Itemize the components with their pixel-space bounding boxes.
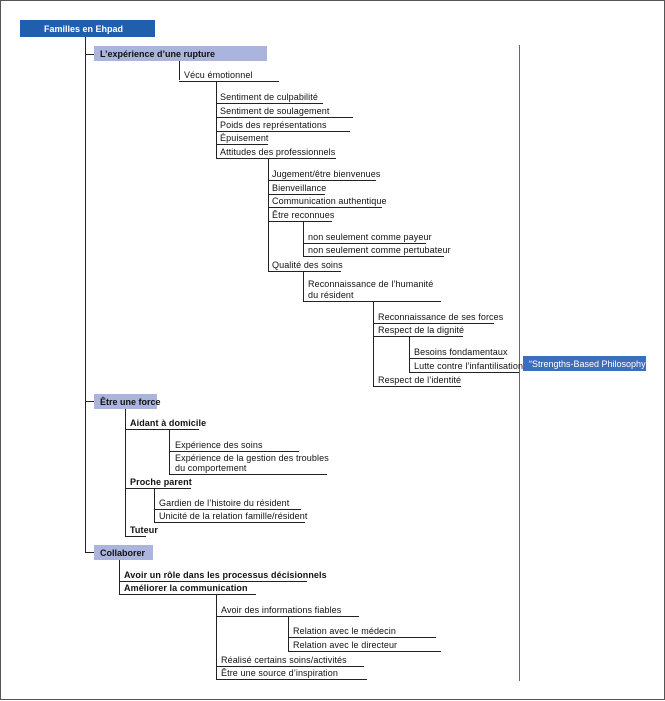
node-informations: Avoir des informations fiables <box>221 605 342 615</box>
node-dignite: Respect de la dignité <box>378 325 465 335</box>
node-troubles-line2: du comportement <box>175 463 247 473</box>
node-source: Être une source d’inspiration <box>221 668 338 678</box>
node-experience-soins: Expérience des soins <box>175 440 263 450</box>
node-gardien: Gardien de l’histoire du résident <box>159 498 290 508</box>
node-communication: Communication authentique <box>272 196 387 206</box>
node-tuteur: Tuteur <box>130 525 158 535</box>
node-soulagement: Sentiment de soulagement <box>220 106 330 116</box>
node-besoins: Besoins fondamentaux <box>414 347 508 357</box>
section-rupture: L’expérience d’une rupture <box>94 46 267 61</box>
node-troubles-line1: Expérience de la gestion des troubles <box>175 453 329 463</box>
node-identite: Respect de l’identité <box>378 375 462 385</box>
node-forces: Reconnaissance de ses forces <box>378 312 504 322</box>
node-payeur: non seulement comme payeur <box>308 232 432 242</box>
node-epuisement: Épuisement <box>220 133 269 143</box>
node-ameliorer: Améliorer la communication <box>124 583 248 593</box>
node-medecin: Relation avec le médecin <box>293 626 396 636</box>
node-perturbateur: non seulement comme pertubateur <box>308 245 451 255</box>
node-etre-reconnues: Être reconnues <box>272 210 335 220</box>
node-proche-parent: Proche parent <box>130 477 192 487</box>
section-force: Être une force <box>94 394 161 409</box>
node-humanite-line1: Reconnaissance de l’humanité <box>308 279 434 289</box>
node-bienveillance: Bienveillance <box>272 183 327 193</box>
strengths-based-philosophy-label: “Strengths-Based Philosophy” <box>523 356 649 371</box>
node-realise: Réalisé certains soins/activités <box>221 655 347 665</box>
node-jugement: Jugement/être bienvenues <box>272 169 381 179</box>
node-infantilisation: Lutte contre l’infantilisation <box>414 361 524 371</box>
node-unicite: Unicité de la relation famille/résident <box>159 511 308 521</box>
root-node: Familles en Ehpad <box>20 20 155 37</box>
node-directeur: Relation avec le directeur <box>293 640 398 650</box>
node-role: Avoir un rôle dans les processus décisio… <box>124 570 327 580</box>
node-culpabilite: Sentiment de culpabilité <box>220 92 318 102</box>
node-humanite-line2: du résident <box>308 290 354 300</box>
node-aidant: Aidant à domicile <box>130 418 207 428</box>
section-collaborer: Collaborer <box>94 545 153 560</box>
node-vecu-emotionnel: Vécu émotionnel <box>184 70 253 80</box>
node-attitudes: Attitudes des professionnels <box>220 147 336 157</box>
node-qualite-soins: Qualité des soins <box>272 260 343 270</box>
node-representations: Poids des représentations <box>220 120 327 130</box>
